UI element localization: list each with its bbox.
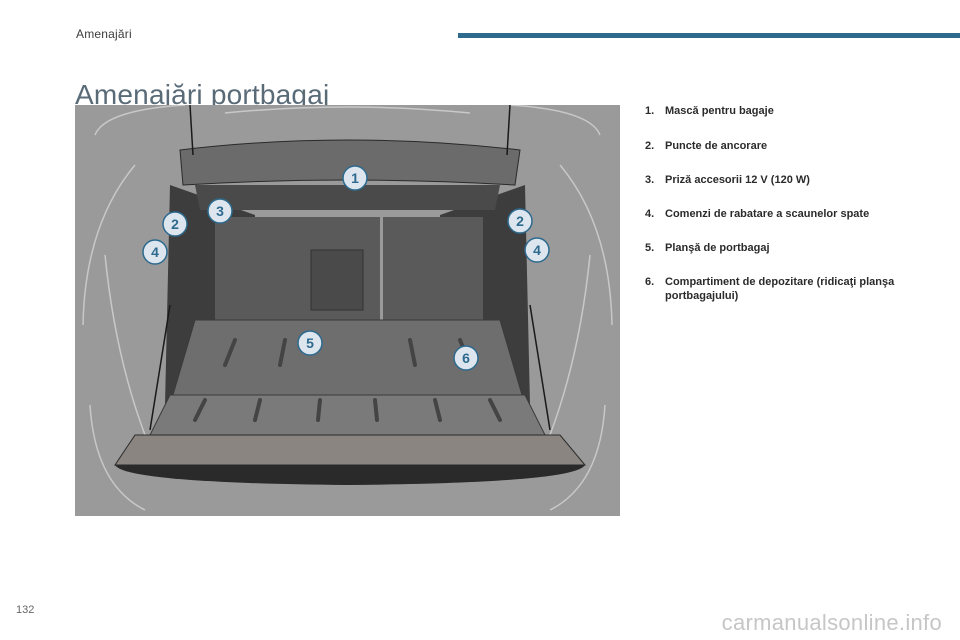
legend-item-number: 3. [645,174,655,186]
legend-item: 1. Mască pentru bagaje [645,104,925,118]
legend-item-number: 5. [645,242,655,254]
callout-4-right: 4 [524,237,550,263]
page-number: 132 [16,604,35,616]
watermark: carmanualsonline.info [721,610,942,635]
callout-markers: 1 2 3 4 2 4 5 6 [142,165,550,371]
page-title: Amenajări portbagaj [75,78,330,110]
callout-4-left: 4 [142,239,168,265]
legend-item-number: 1. [645,105,655,117]
legend-item: 6. Compartiment de depozitare (ridicaţi p… [645,275,925,303]
legend-item-text: Planşă de portbagaj [665,242,770,254]
callout-1: 1 [342,165,368,191]
legend-item-text: Puncte de ancorare [665,140,768,152]
legend-item-text: Priză accesorii 12 V (120 W) [665,174,810,186]
callout-5: 5 [297,330,323,356]
callout-4-right-label: 4 [533,242,541,258]
rear-bumper [115,465,585,485]
legend-item-text: Comenzi de rabatare a scaunelor spate [665,208,870,220]
legend-item-text: Mască pentru bagaje [665,105,774,117]
cover-roll [195,185,500,210]
legend-list: 1. Mască pentru bagaje 2. Puncte de ancora… [645,104,925,303]
luggage-cover [179,139,521,186]
header-accent-bar [458,33,960,38]
tailgate-struts [149,105,551,431]
seat-back-right [383,217,483,322]
callout-6-label: 6 [462,350,470,366]
callout-4-left-label: 4 [151,244,159,260]
callout-2-right: 2 [507,208,533,234]
callout-3: 3 [207,198,233,224]
legend-item: 5. Planşă de portbagaj [645,241,925,255]
callout-5-label: 5 [306,335,314,351]
callout-2-left: 2 [162,211,188,237]
callout-1-label: 1 [351,170,359,186]
legend-item-text: Compartiment de depozitare (ridicaţi pla… [665,276,895,302]
callout-2-left-label: 2 [171,216,179,232]
callout-3-label: 3 [216,203,224,219]
car-outline [82,105,613,511]
legend-item: 3. Priză accesorii 12 V (120 W) [645,173,925,187]
section-header: Amenajări [76,27,132,41]
floor-ribs [193,338,502,422]
trunk-drawing: 1 2 3 4 2 4 5 6 [82,105,613,511]
legend-item: 2. Puncte de ancorare [645,139,925,153]
legend-item-number: 2. [645,140,655,152]
legend-item: 4. Comenzi de rabatare a scaunelor spate [645,207,925,221]
ski-hatch [310,249,364,311]
rear-sill [114,434,587,466]
legend-item-number: 4. [645,208,655,220]
trunk-illustration: 1 2 3 4 2 4 5 6 [75,105,620,516]
callout-2-right-label: 2 [516,213,524,229]
legend-item-number: 6. [645,276,655,288]
floor-front [149,394,546,436]
callout-6: 6 [453,345,479,371]
